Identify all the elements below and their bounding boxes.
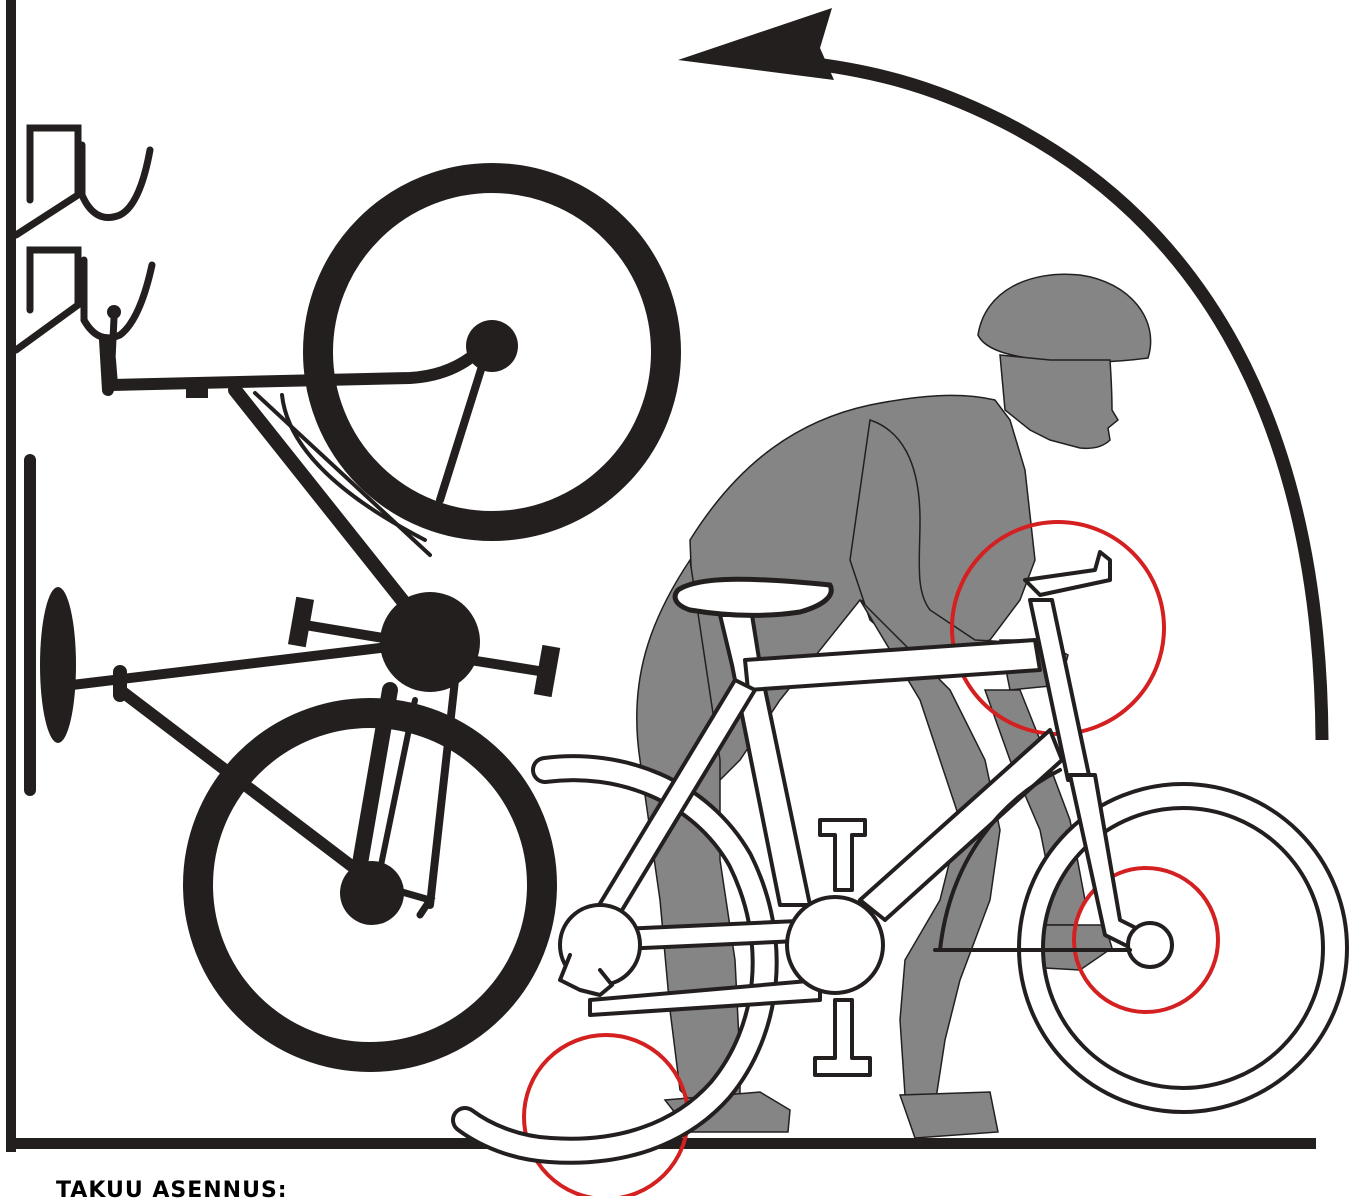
rear-hub [1128, 923, 1172, 967]
wall [6, 0, 16, 1152]
front-shoe [900, 1092, 998, 1138]
wall-and-floor [6, 0, 1316, 1152]
chainring [787, 897, 883, 993]
hanging-saddle [40, 587, 76, 743]
upper-hub [466, 320, 518, 372]
standing-saddle [675, 579, 831, 615]
wall-hook-icon [16, 128, 152, 790]
installation-caption: TAKUU ASENNUS: [56, 1180, 288, 1202]
helmet [978, 274, 1151, 362]
